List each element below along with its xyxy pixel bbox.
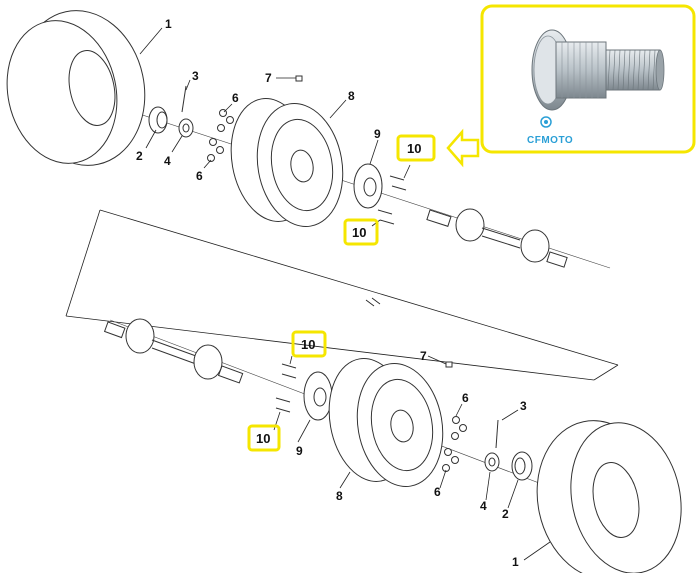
highlight-box-stud-top-b <box>343 218 379 246</box>
callout-stud-bottom-a: 10 <box>301 337 315 352</box>
callout-valve-bottom: 7 <box>420 349 427 363</box>
callout-rim-bottom: 8 <box>336 489 343 503</box>
hub-top <box>353 163 383 209</box>
callout-rim-top: 8 <box>348 89 355 103</box>
callout-tire-top: 1 <box>165 17 172 31</box>
callout-wheel-nut-top-a: 6 <box>232 91 239 105</box>
tire-top <box>6 10 146 166</box>
callout-tire-bottom: 1 <box>512 555 519 569</box>
callout-castle-nut-bottom: 4 <box>480 499 487 513</box>
callout-stud-top-b: 10 <box>352 225 366 240</box>
cotter-pin-bottom <box>495 419 499 449</box>
drive-shaft-bottom <box>103 318 244 384</box>
callout-labels: 1 2 3 4 6 6 7 8 9 10 10 10 10 7 9 8 3 6 … <box>136 17 527 569</box>
studs-top <box>377 175 407 225</box>
castle-nut-bottom <box>484 452 500 472</box>
callout-hub-bottom: 9 <box>296 444 303 458</box>
callout-castle-nut-top: 4 <box>164 154 171 168</box>
bottom-assembly <box>103 318 682 573</box>
callout-stud-bottom-b: 10 <box>256 431 270 446</box>
callout-hub-cap-top: 2 <box>136 149 143 163</box>
stud-inset: CFMOTO <box>480 4 696 154</box>
wheel-stud-image <box>531 29 665 111</box>
callout-wheel-nut-bottom-b: 6 <box>434 485 441 499</box>
brand-logo-text: CFMOTO <box>527 135 573 146</box>
studs-bottom <box>275 363 297 413</box>
highlight-box-stud-bottom-b <box>247 424 281 452</box>
callout-cotter-pin-bottom: 3 <box>520 399 527 413</box>
callout-hub-top: 9 <box>374 127 381 141</box>
top-assembly <box>6 10 611 269</box>
arrow-to-inset <box>446 128 480 168</box>
callout-valve-top: 7 <box>265 71 272 85</box>
callout-stud-top-a: 10 <box>407 141 421 156</box>
highlight-box-stud-bottom-a <box>291 330 327 358</box>
cotter-pin-top <box>181 85 187 113</box>
connection-frame <box>65 209 619 381</box>
wheel-nuts-bottom <box>442 416 467 472</box>
wheel-nuts-top <box>207 109 234 162</box>
rim-bottom <box>328 358 444 487</box>
callout-cotter-pin-top: 3 <box>192 69 199 83</box>
castle-nut-top <box>178 118 194 138</box>
callout-wheel-nut-top-b: 6 <box>196 169 203 183</box>
hub-cap-top <box>148 106 168 134</box>
tire-bottom <box>536 420 682 573</box>
valve-bottom <box>445 361 453 368</box>
hub-bottom <box>303 371 333 421</box>
hub-cap-bottom <box>511 451 533 481</box>
callout-wheel-nut-bottom-a: 6 <box>462 391 469 405</box>
highlight-box-stud-top-a <box>396 134 436 162</box>
rim-top <box>230 98 344 227</box>
brand-logo: CFMOTO <box>527 116 573 146</box>
drive-shaft-top <box>426 208 568 268</box>
valve-top <box>295 75 303 82</box>
callout-hub-cap-bottom: 2 <box>502 507 509 521</box>
